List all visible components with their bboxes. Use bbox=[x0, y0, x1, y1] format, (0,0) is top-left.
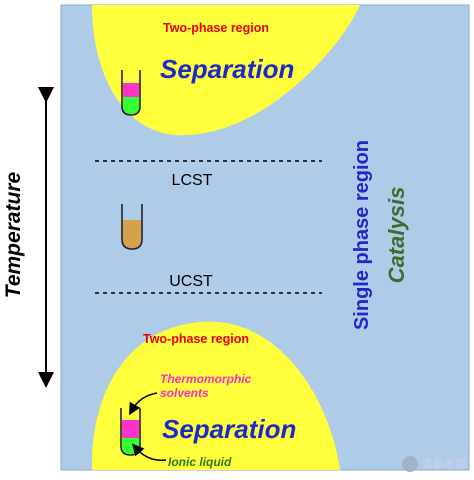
watermark-text: 清新电源 bbox=[422, 459, 466, 471]
bottom-two-phase-region bbox=[91, 321, 341, 470]
temperature-label: Temperature bbox=[2, 171, 25, 298]
ionic-liquid-pointer-arrow bbox=[132, 443, 167, 461]
bottom-separation-label: Separation bbox=[162, 414, 296, 444]
top-separation-label: Separation bbox=[160, 54, 294, 84]
single-phase-region-label: Single phase region bbox=[351, 140, 373, 330]
thermomorphic-label-line1: Thermomorphic bbox=[160, 372, 252, 386]
thermomorphic-pointer-arrow bbox=[129, 392, 158, 416]
lcst-label: LCST bbox=[172, 172, 213, 189]
ionic-liquid-label: Ionic liquid bbox=[168, 455, 232, 469]
watermark: 清新电源 bbox=[402, 456, 466, 472]
single-phase-test-tube-icon bbox=[121, 204, 143, 250]
top-region-title: Two-phase region bbox=[163, 21, 269, 35]
ucst-label: UCST bbox=[169, 273, 213, 290]
watermark-logo-icon bbox=[402, 456, 418, 472]
catalysis-label: Catalysis bbox=[384, 187, 409, 284]
thermomorphic-label-line2: solvents bbox=[160, 386, 209, 400]
bottom-region-title: Two-phase region bbox=[143, 332, 249, 346]
top-test-tube-icon bbox=[121, 70, 141, 116]
top-two-phase-region bbox=[92, 5, 360, 136]
